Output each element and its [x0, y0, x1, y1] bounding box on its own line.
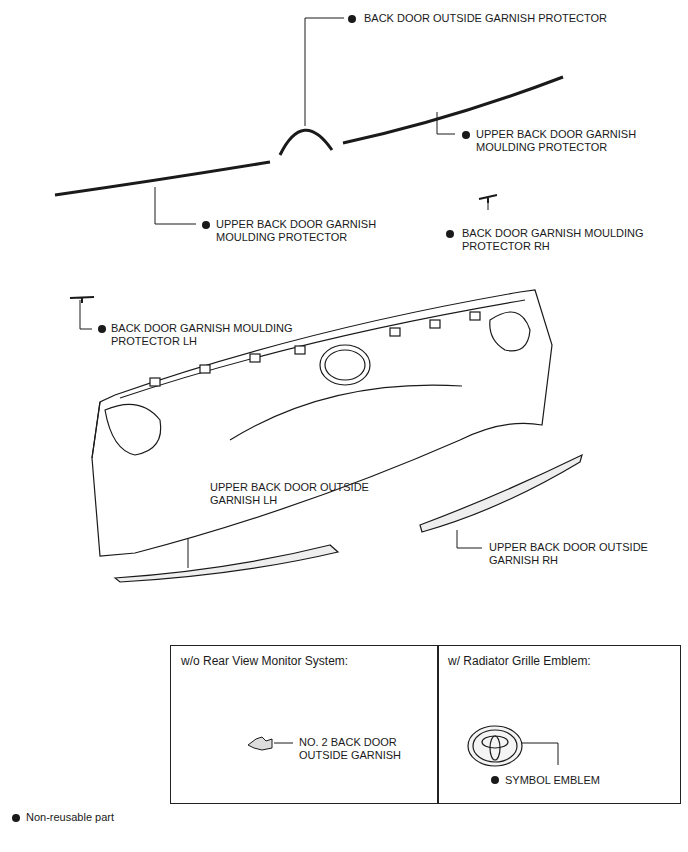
- protectors: [55, 77, 563, 303]
- part-label: NO. 2 BACK DOOR OUTSIDE GARNISH: [299, 736, 429, 762]
- legend-text: Non-reusable part: [26, 811, 114, 824]
- part-label: BACK DOOR OUTSIDE GARNISH PROTECTOR: [364, 12, 607, 25]
- no2-garnish-icon: [248, 737, 272, 750]
- part-label: UPPER BACK DOOR OUTSIDE GARNISH LH: [210, 481, 385, 507]
- panel-heading: w/ Radiator Grille Emblem:: [448, 654, 591, 668]
- part-label: UPPER BACK DOOR GARNISH MOULDING PROTECT…: [476, 128, 646, 154]
- part-label: UPPER BACK DOOR OUTSIDE GARNISH RH: [489, 541, 664, 567]
- variant-panel: w/ Radiator Grille Emblem: SYMBOL EMBLEM: [437, 645, 681, 804]
- panel-heading: w/o Rear View Monitor System:: [181, 654, 348, 668]
- part-label: SYMBOL EMBLEM: [505, 774, 600, 787]
- variant-panel: w/o Rear View Monitor System: NO. 2 BACK …: [170, 645, 439, 804]
- back-door-garnish: [92, 290, 552, 556]
- part-label: BACK DOOR GARNISH MOULDING PROTECTOR RH: [462, 227, 667, 253]
- part-label: BACK DOOR GARNISH MOULDING PROTECTOR LH: [111, 322, 316, 348]
- part-label: UPPER BACK DOOR GARNISH MOULDING PROTECT…: [216, 218, 386, 244]
- symbol-emblem-icon: [468, 726, 522, 766]
- non-reusable-dots: [12, 15, 499, 822]
